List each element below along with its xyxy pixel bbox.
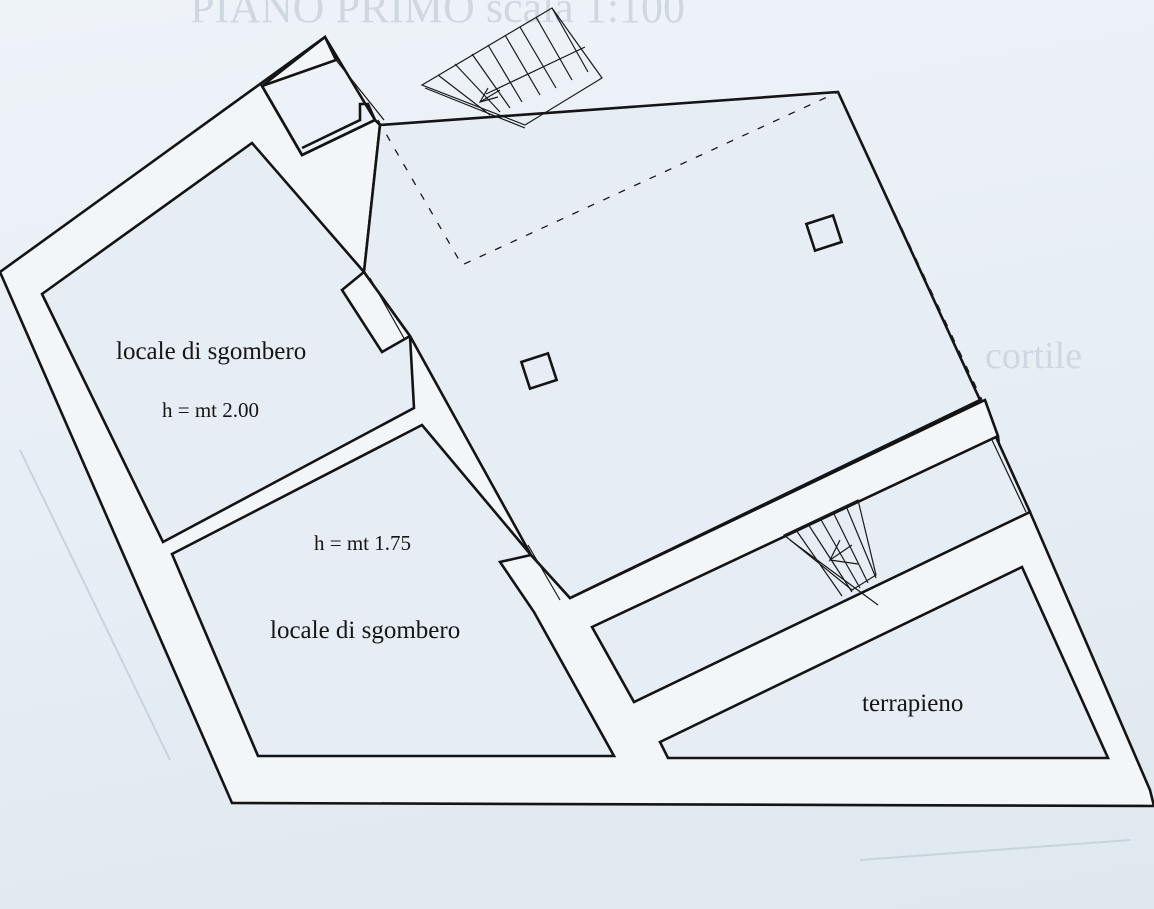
pillar — [519, 351, 559, 391]
faded-title: PIANO PRIMO scala 1:100 — [190, 0, 685, 32]
terrapieno-area — [658, 565, 1111, 760]
stair-arrow-icon — [828, 539, 859, 565]
room-1-height: h = mt 2.00 — [162, 398, 260, 422]
ghost-line — [19, 449, 171, 761]
stair-landing-step — [301, 102, 377, 150]
room-2-name: locale di sgombero — [270, 617, 461, 644]
stair-edge — [335, 59, 385, 121]
lower-stair — [782, 499, 879, 606]
room-2-floor — [170, 423, 617, 758]
overhead-outline — [377, 91, 983, 401]
ghost-line — [859, 839, 1131, 861]
terrapieno-label: terrapieno — [862, 690, 964, 717]
stair-corridor — [590, 435, 1032, 704]
room-2-height: h = mt 1.75 — [314, 531, 412, 555]
room-1-name: locale di sgombero — [116, 338, 307, 365]
stair-arrow-icon — [478, 87, 501, 103]
upper-stair — [420, 7, 603, 129]
door-jamb — [369, 277, 406, 341]
room-1-floor — [40, 141, 416, 544]
door-jamb — [527, 544, 561, 601]
door-jamb — [991, 439, 1027, 513]
courtyard-label: cortile — [985, 335, 1082, 377]
pillar — [804, 213, 844, 253]
